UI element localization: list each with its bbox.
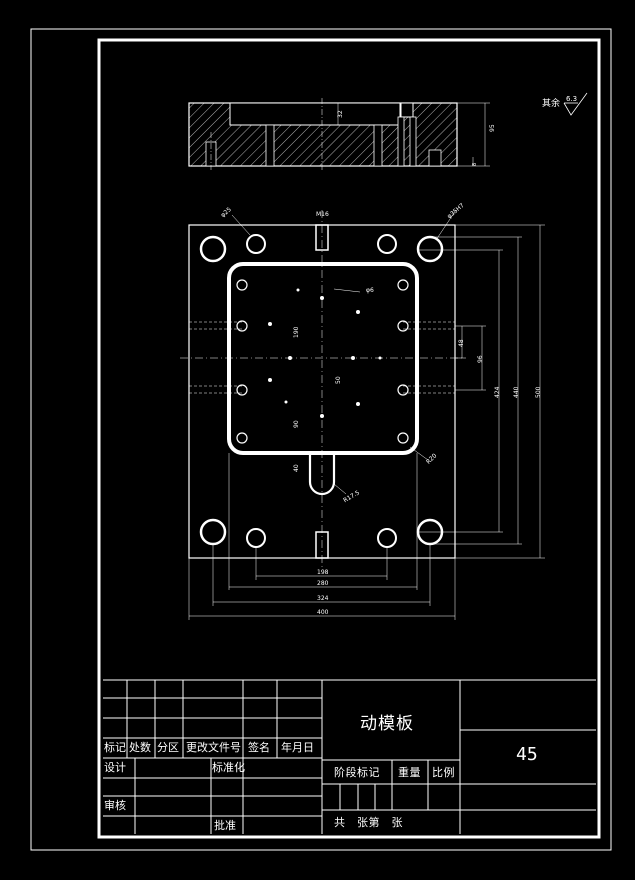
outer-border — [30, 28, 612, 851]
svg-text:190: 190 — [293, 326, 300, 338]
header-zone: 分区 — [157, 741, 179, 754]
dim-side-32: 32 — [337, 110, 344, 118]
dim-48: 48 — [458, 339, 465, 347]
material: 45 — [516, 744, 538, 765]
header-date: 年月日 — [281, 741, 314, 754]
header-count: 处数 — [129, 741, 151, 754]
stage-mark-label: 阶段标记 — [334, 766, 380, 779]
design-label: 设计 — [104, 761, 126, 774]
svg-text:R17.5: R17.5 — [342, 489, 361, 504]
dim-side-95: 95 — [489, 124, 496, 132]
sheets-label: 共 张第 张 — [334, 816, 403, 829]
dim-424: 424 — [494, 386, 501, 398]
svg-text:R20: R20 — [425, 452, 438, 465]
svg-text:40: 40 — [293, 464, 300, 472]
approve-label: 批准 — [214, 819, 236, 832]
svg-text:6.3: 6.3 — [566, 95, 577, 103]
review-label: 审核 — [104, 799, 126, 812]
svg-text:其余: 其余 — [542, 97, 560, 109]
vertical-dimensions — [417, 224, 545, 559]
svg-text:M16: M16 — [316, 211, 329, 218]
svg-text:φ25: φ25 — [219, 206, 233, 219]
svg-text:90: 90 — [293, 420, 300, 428]
dim-324: 324 — [317, 595, 329, 602]
inner-frame — [97, 38, 601, 839]
dim-280: 280 — [317, 580, 329, 587]
svg-text:50: 50 — [335, 376, 342, 384]
dim-side-8: 8 — [472, 163, 478, 166]
side-view: 95 32 8 — [188, 98, 496, 170]
header-signature: 签名 — [248, 741, 270, 754]
svg-text:φ35H7: φ35H7 — [446, 202, 466, 220]
header-change-doc: 更改文件号 — [186, 741, 241, 754]
weight-label: 重量 — [398, 766, 421, 779]
title-block-grid — [103, 679, 596, 834]
dim-500: 500 — [535, 386, 542, 398]
dim-440: 440 — [513, 386, 520, 398]
roughness-symbol: 其余 6.3 — [542, 92, 588, 116]
scale-label: 比例 — [432, 766, 455, 779]
header-mark: 标记 — [104, 741, 126, 754]
dim-96: 96 — [477, 355, 484, 363]
standardize-label: 标准化 — [212, 761, 245, 774]
dim-400: 400 — [317, 609, 329, 616]
part-name: 动模板 — [360, 714, 414, 734]
dim-198: 198 — [317, 569, 329, 576]
svg-text:φ6: φ6 — [366, 287, 374, 294]
horizontal-dimensions — [188, 453, 456, 620]
top-view: φ25 φ35H7 M16 φ6 R20 R17.5 190 90 50 40 — [180, 202, 466, 570]
